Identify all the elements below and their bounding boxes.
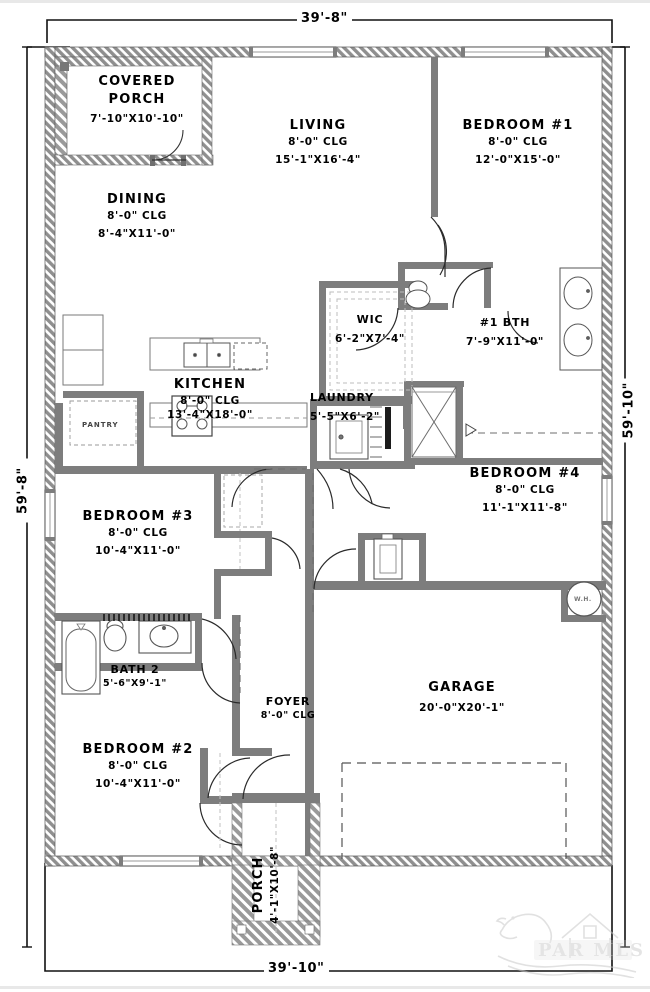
- bedroom3-name: BEDROOM #3: [82, 509, 194, 524]
- shower-bath1: [411, 386, 457, 458]
- garage-name: GARAGE: [428, 680, 496, 695]
- foyer-name: FOYER: [265, 695, 311, 708]
- dashed-guides: [239, 432, 602, 693]
- door-swings: [199, 216, 539, 846]
- bath1-name: #1 BTH: [479, 316, 531, 329]
- laundry-name: LAUNDRY: [310, 391, 374, 404]
- bedroom2-name: BEDROOM #2: [82, 742, 194, 757]
- bedroom1-ceiling: 8'-0" CLG: [488, 135, 548, 148]
- room-label-covered-porch: COVERED PORCH 7'-10"X10'-10": [62, 73, 212, 126]
- bath2-wall-ticks: [103, 614, 190, 621]
- covered-porch-walls: [54, 56, 214, 166]
- dining-ceiling: 8'-0" CLG: [107, 209, 167, 222]
- bath2-size: 5'-6"X9'-1": [103, 677, 167, 689]
- covered-porch-name-line2: PORCH: [108, 91, 166, 107]
- dimension-left: 59'-8": [15, 458, 31, 523]
- vanity-bath1: [559, 267, 603, 371]
- room-label-bedroom3: BEDROOM #3 8'-0" CLG 10'-4"X11'-0": [58, 508, 218, 558]
- kitchen-name: KITCHEN: [173, 377, 247, 392]
- bedroom3-ceiling: 8'-0" CLG: [108, 526, 168, 539]
- bath1-size: 7'-9"X11'-0": [466, 335, 544, 348]
- garage-size: 20'-0"X20'-1": [419, 701, 505, 714]
- room-label-foyer: FOYER 8'-0" CLG: [240, 695, 336, 723]
- covered-porch-name-line1: COVERED: [98, 74, 176, 89]
- room-label-bedroom2: BEDROOM #2 8'-0" CLG 10'-4"X11'-0": [58, 741, 218, 791]
- wic-shelving: [329, 291, 413, 391]
- dimension-right: 59'-10": [621, 378, 637, 443]
- windows-top: [249, 46, 549, 58]
- living-name: LIVING: [289, 118, 347, 133]
- bedroom1-name: BEDROOM #1: [462, 118, 574, 133]
- porch-size: 4'-1"X10'-8": [268, 845, 281, 924]
- living-size: 15'-1"X16'-4": [275, 153, 361, 166]
- windows-right: [601, 475, 613, 525]
- interior-walls: [55, 57, 606, 867]
- windows-left: [44, 489, 56, 541]
- room-label-kitchen: KITCHEN 8'-0" CLG 13'-4"X18'-0": [140, 376, 280, 422]
- kitchen-sink-icon: [183, 338, 231, 368]
- room-label-bedroom1: BEDROOM #1 8'-0" CLG 12'-0"X15'-0": [433, 117, 603, 167]
- bedroom3-size: 10'-4"X11'-0": [95, 544, 181, 557]
- hall-closet: [223, 474, 263, 528]
- laundry-size: 5'-5"X6'-2": [310, 410, 381, 423]
- dimension-bottom: 39'-10": [264, 961, 329, 976]
- kitchen-ceiling: 8'-0" CLG: [180, 394, 240, 407]
- room-label-living: LIVING 8'-0" CLG 15'-1"X16'-4": [243, 117, 393, 167]
- wic-size: 6'-2"X7'-4": [334, 332, 405, 345]
- bath2-name: BATH 2: [110, 663, 160, 676]
- bedroom1-size: 12'-0"X15'-0": [475, 153, 561, 166]
- kitchen-size: 13'-4"X18'-0": [167, 408, 253, 421]
- room-label-dining: DINING 8'-0" CLG 8'-4"X11'-0": [62, 191, 212, 241]
- garage-slab-outline: [341, 762, 567, 859]
- bedroom4-closet-unit: [373, 533, 403, 580]
- water-heater-icon: [566, 581, 602, 617]
- range-icon: [171, 395, 213, 437]
- dimension-top: 39'-8": [297, 11, 352, 26]
- covered-porch-size: 7'-10"X10'-10": [90, 113, 184, 126]
- water-heater-label: W.H.: [574, 596, 592, 603]
- dining-name: DINING: [106, 192, 168, 207]
- closet-interiors: [219, 473, 277, 933]
- room-label-laundry: LAUNDRY 5'-5"X6'-2": [310, 391, 414, 424]
- bedroom4-name: BEDROOM #4: [469, 466, 581, 481]
- bedroom4-ceiling: 8'-0" CLG: [495, 483, 555, 496]
- toilet-icon-bath1: [405, 280, 431, 309]
- bedroom2-size: 10'-4"X11'-0": [95, 777, 181, 790]
- room-label-porch: PORCH 4'-1"X10'-8": [250, 825, 282, 945]
- living-ceiling: 8'-0" CLG: [288, 135, 348, 148]
- dining-size: 8'-4"X11'-0": [98, 227, 176, 240]
- pantry-label: PANTRY: [82, 421, 119, 429]
- windows-bottom: [119, 855, 203, 867]
- dim-bottom: [44, 863, 613, 972]
- wic-name: WIC: [356, 313, 384, 326]
- bedroom2-ceiling: 8'-0" CLG: [108, 759, 168, 772]
- room-label-bedroom4: BEDROOM #4 8'-0" CLG 11'-1"X11'-8": [440, 465, 610, 515]
- floor-plan-drawing: [22, 19, 630, 972]
- room-label-bath2: BATH 2 5'-6"X9'-1": [82, 663, 188, 691]
- room-label-bath1: #1 BTH 7'-9"X11'-0": [448, 316, 562, 349]
- laundry-appliances: [329, 406, 382, 460]
- foyer-ceiling: 8'-0" CLG: [260, 709, 316, 721]
- bedroom4-size: 11'-1"X11'-8": [482, 501, 568, 514]
- shower-arrow-icon: [465, 423, 477, 437]
- kitchen-fixtures: [62, 314, 308, 446]
- room-label-wic: WIC 6'-2"X7'-4": [322, 313, 418, 346]
- room-label-garage: GARAGE 20'-0"X20'-1": [372, 679, 552, 715]
- bath2-fixtures: [61, 619, 192, 695]
- porch-name: PORCH: [251, 856, 267, 914]
